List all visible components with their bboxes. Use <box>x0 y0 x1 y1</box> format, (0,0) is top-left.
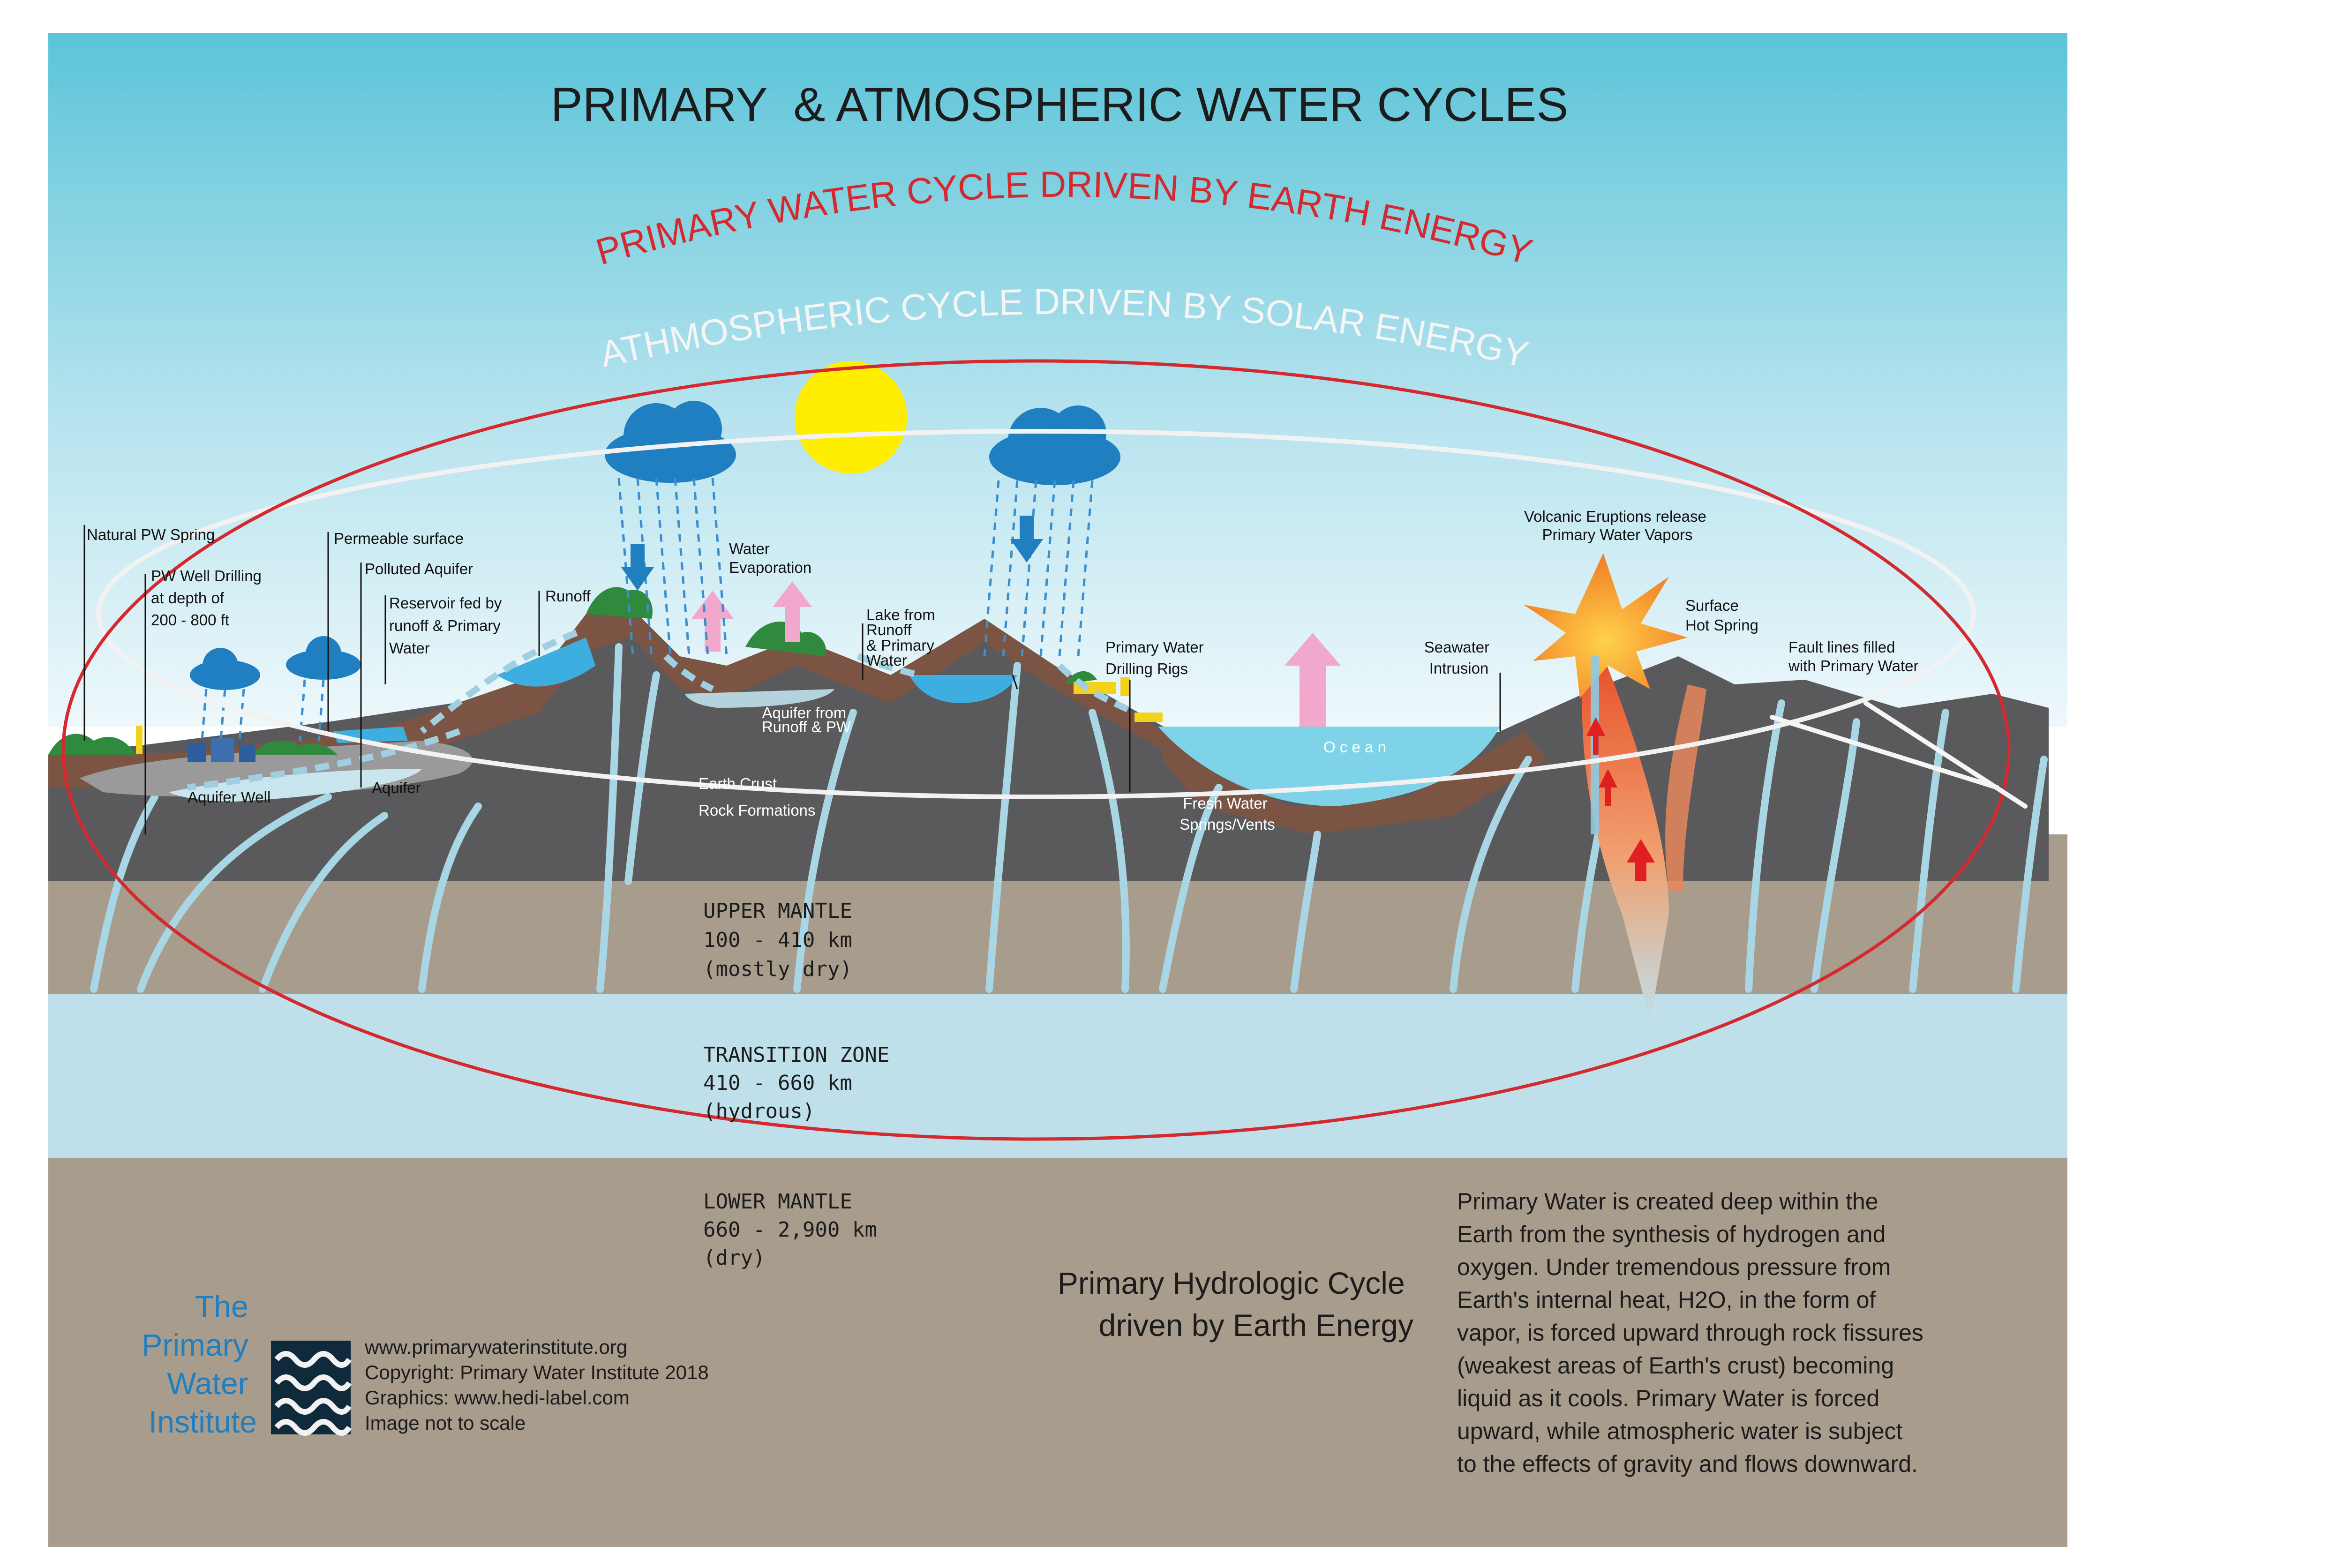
earth-crust-label: Earth Crust Rock Formations <box>699 775 815 819</box>
fault-lines-label: Fault lines filled with Primary Water <box>1788 638 1918 675</box>
main-aquifer-water <box>169 769 422 802</box>
rain <box>200 478 1094 746</box>
description-paragraph: Primary Water is created deep within the… <box>1457 1188 1930 1477</box>
pointer-lines <box>83 525 1501 834</box>
cycle-subtitle: Primary Hydrologic Cycle driven by Earth… <box>1058 1266 1413 1343</box>
permeable-surface-label: Permeable surface <box>334 530 464 547</box>
primary-water-veins <box>90 643 2048 993</box>
institute-logo-icon <box>271 1341 352 1436</box>
fault-lines <box>1770 701 2028 809</box>
magma-plume <box>1582 656 1669 1022</box>
ocean <box>1158 727 1500 806</box>
transition-zone-label: TRANSITION ZONE 410 - 660 km (hydrous) <box>703 1043 902 1123</box>
polluted-aquifer-label: Polluted Aquifer <box>365 560 473 578</box>
cloud-icon <box>190 401 1120 690</box>
sky <box>48 33 2067 727</box>
magma-arrows <box>1586 717 1655 881</box>
credits: www.primarywaterinstitute.org Copyright:… <box>364 1336 714 1434</box>
well-rig-icon <box>136 726 143 754</box>
pw-well-label: PW Well Drilling at depth of 200 - 800 f… <box>151 567 266 629</box>
atmospheric-cycle-ring <box>96 429 1976 799</box>
topsoil <box>48 609 1163 788</box>
aquifer-label: Aquifer <box>372 779 421 796</box>
sun <box>795 361 907 473</box>
runoff-arrows <box>187 630 1136 791</box>
volcanic-eruption <box>1524 553 1688 698</box>
lower-mantle-label: LOWER MANTLE 660 - 2,900 km (dry) <box>703 1190 889 1270</box>
upper-mantle-label: UPPER MANTLE 100 - 410 km (mostly dry) <box>703 899 864 981</box>
surface-hot-spring-label: Surface Hot Spring <box>1685 597 1758 634</box>
ocean-label: O c e a n <box>1323 738 1386 756</box>
reservoir-label: Reservoir fed by runoff & Primary Water <box>389 594 506 657</box>
lake <box>909 675 1017 703</box>
lower-mantle-band <box>48 1158 2067 1547</box>
institute-logo-text: The Primary Water Institute <box>142 1289 257 1439</box>
aquifer-well-label: Aquifer Well <box>188 788 270 806</box>
primary-cycle-ring <box>61 359 2011 1141</box>
fresh-water-springs-label: Fresh Water Springs/Vents <box>1180 795 1275 833</box>
ocean-floor <box>1163 731 1547 834</box>
aquifer-runoff <box>684 689 834 708</box>
lake-label: Lake from Runoff & Primary Water <box>866 606 939 669</box>
aquifer-from-runoff-label: Aquifer from Runoff & PW <box>762 704 851 735</box>
town-buildings <box>188 738 255 762</box>
page-title: PRIMARY & ATMOSPHERIC WATER CYCLES <box>551 78 1569 131</box>
seawater-intrusion-label: Seawater Intrusion <box>1424 638 1494 677</box>
transition-zone-band <box>48 994 2067 1158</box>
volcanic-eruptions-label: Volcanic Eruptions release Primary Water… <box>1524 508 1711 543</box>
reservoir <box>497 638 595 687</box>
hot-spring-plume <box>1665 684 1706 891</box>
evaporation-label: Water Evaporation <box>729 540 811 576</box>
rain-arrows <box>621 516 1043 591</box>
natural-pw-spring-label: Natural PW Spring <box>87 526 215 543</box>
runoff-label: Runoff <box>545 587 591 605</box>
drilling-rigs-label: Primary Water Drilling Rigs <box>1105 638 1208 677</box>
